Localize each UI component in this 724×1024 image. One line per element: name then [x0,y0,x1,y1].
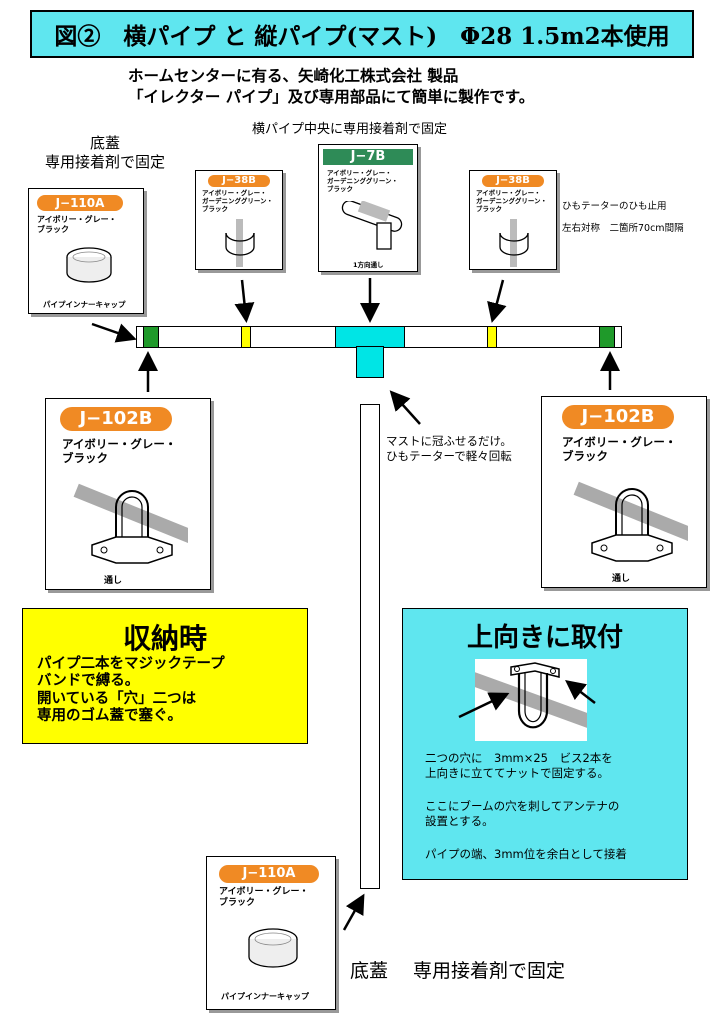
vertical-mast-pipe [360,404,380,889]
mount-arrows [458,679,596,719]
part-caption: パイプインナーキャップ [221,992,309,1001]
part-desc: アイボリー・グレー・ ブラック [37,215,117,234]
left-cap-label: 底蓋 専用接着剤で固定 [30,134,180,172]
part-card-j110a-bottom: J−110A アイボリー・グレー・ ブラック パイプインナーキャップ [206,856,336,1010]
bottom-cap-label: 底蓋 専用接着剤で固定 [350,960,566,982]
diagram-title: 図② 横パイプ と 縦パイプ(マスト) Φ28 1.5m2本使用 [30,10,694,58]
arrow-to-mast-bottom [342,893,365,931]
part-desc: アイボリー・グレー・ ガーデニンググリーン・ ブラック [202,189,274,214]
part-code-badge: J−102B [562,405,674,429]
part-code-badge: J−102B [60,407,172,431]
top-caption: 横パイプ中央に専用接着剤で固定 [252,122,448,137]
part-card-j38b-left: J−38B アイボリー・グレー・ ガーデニンググリーン・ ブラック [195,170,283,270]
joint-green-right [599,326,615,348]
part-code-badge: J−7B [323,149,413,165]
right-note: ひもテーターのひも止用 左右対称 二箇所70cm間隔 [562,196,684,240]
part-desc: アイボリー・グレー・ ガーデニンググリーン・ ブラック [476,189,548,214]
left-cap-label-line2: 専用接着剤で固定 [44,152,165,171]
joint-yellow-right [487,326,497,348]
clip-icon [499,219,529,267]
part-desc: アイボリー・グレー・ ブラック [219,887,309,909]
part-desc: アイボリー・グレー・ ガーデニンググリーン・ ブラック [327,169,399,194]
subtitle-line2: 「イレクター パイプ」及び専用部品にて簡単に製作です。 [128,87,535,106]
part-code-badge: J−38B [482,175,544,187]
part-code-badge: J−110A [37,195,123,211]
inner-cap-icon [248,928,298,968]
part-code-badge: J−38B [208,175,270,187]
part-desc: アイボリー・グレー・ ブラック [62,437,177,466]
clip-icon [225,219,255,267]
part-code-badge: J−110A [219,865,319,883]
storage-body: パイプ二本をマジックテープ バンドで縛る。 開いている「穴」二つは 専用のゴム蓋… [37,655,225,725]
joint-yellow-left [241,326,251,348]
part-card-j102b-left: J−102B アイボリー・グレー・ ブラック 通し [45,398,211,590]
part-desc: アイボリー・グレー・ ブラック [562,435,677,464]
storage-box: 収納時 パイプ二本をマジックテープ バンドで縛る。 開いている「穴」二つは 専用… [22,608,308,744]
part-card-j102b-right: J−102B アイボリー・グレー・ ブラック 通し [541,396,707,588]
arrow-to-right-clip [487,279,507,323]
right-note-line2: 左右対称 二箇所70cm間隔 [562,222,684,234]
saddle-bracket-icon [573,481,688,562]
arrow-to-mast-top [389,390,421,425]
joint-green-left [143,326,159,348]
part-card-j38b-right: J−38B アイボリー・グレー・ ガーデニンググリーン・ ブラック [469,170,557,270]
mount-note-2: ここにブームの穴を刺してアンテナの 設置とする。 [425,799,620,828]
mast-note-line2: ひもテーターで軽々回転 [386,448,512,463]
mast-note: マストに冠ふせるだけ。 ひもテーターで軽々回転 [386,434,512,464]
arrow-to-left-clip [234,279,255,323]
left-cap-label-line1: 底蓋 [89,134,120,152]
subtitle-line1: ホームセンターに有る、矢崎化工株式会社 製品 [128,66,459,85]
part-card-j110a-top: J−110A アイボリー・グレー・ ブラック パイプインナーキャップ [28,188,144,314]
tee-socket [356,346,384,378]
t-joint-icon [341,201,403,250]
mount-note-1: 二つの穴に 3mm×25 ビス2本を 上向きに立ててナットで固定する。 [425,751,613,780]
inner-cap-icon [66,247,112,283]
part-caption: 通し [104,576,123,586]
mount-note-3: パイプの端、3mm位を余白として接着 [425,847,627,861]
part-caption: 通し [612,574,631,584]
storage-title: 収納時 [122,622,207,655]
mount-title: 上向きに取付 [466,623,623,653]
saddle-bracket-icon [73,483,188,564]
part-caption: パイプインナーキャップ [43,300,126,309]
arrow-to-left-end [91,322,137,343]
upward-bracket-icon [470,662,596,730]
part-card-j7b: J−7B アイボリー・グレー・ ガーデニンググリーン・ ブラック 1方向通し [318,144,418,272]
part-caption: 1方向通し [353,261,384,269]
mount-box: 上向きに取付 二つの穴に 3mm×25 ビス2本を 上向きに立ててナットで固定す… [402,608,688,880]
mast-note-line1: マストに冠ふせるだけ。 [386,434,512,448]
right-note-line1: ひもテーターのひも止用 [562,201,667,212]
